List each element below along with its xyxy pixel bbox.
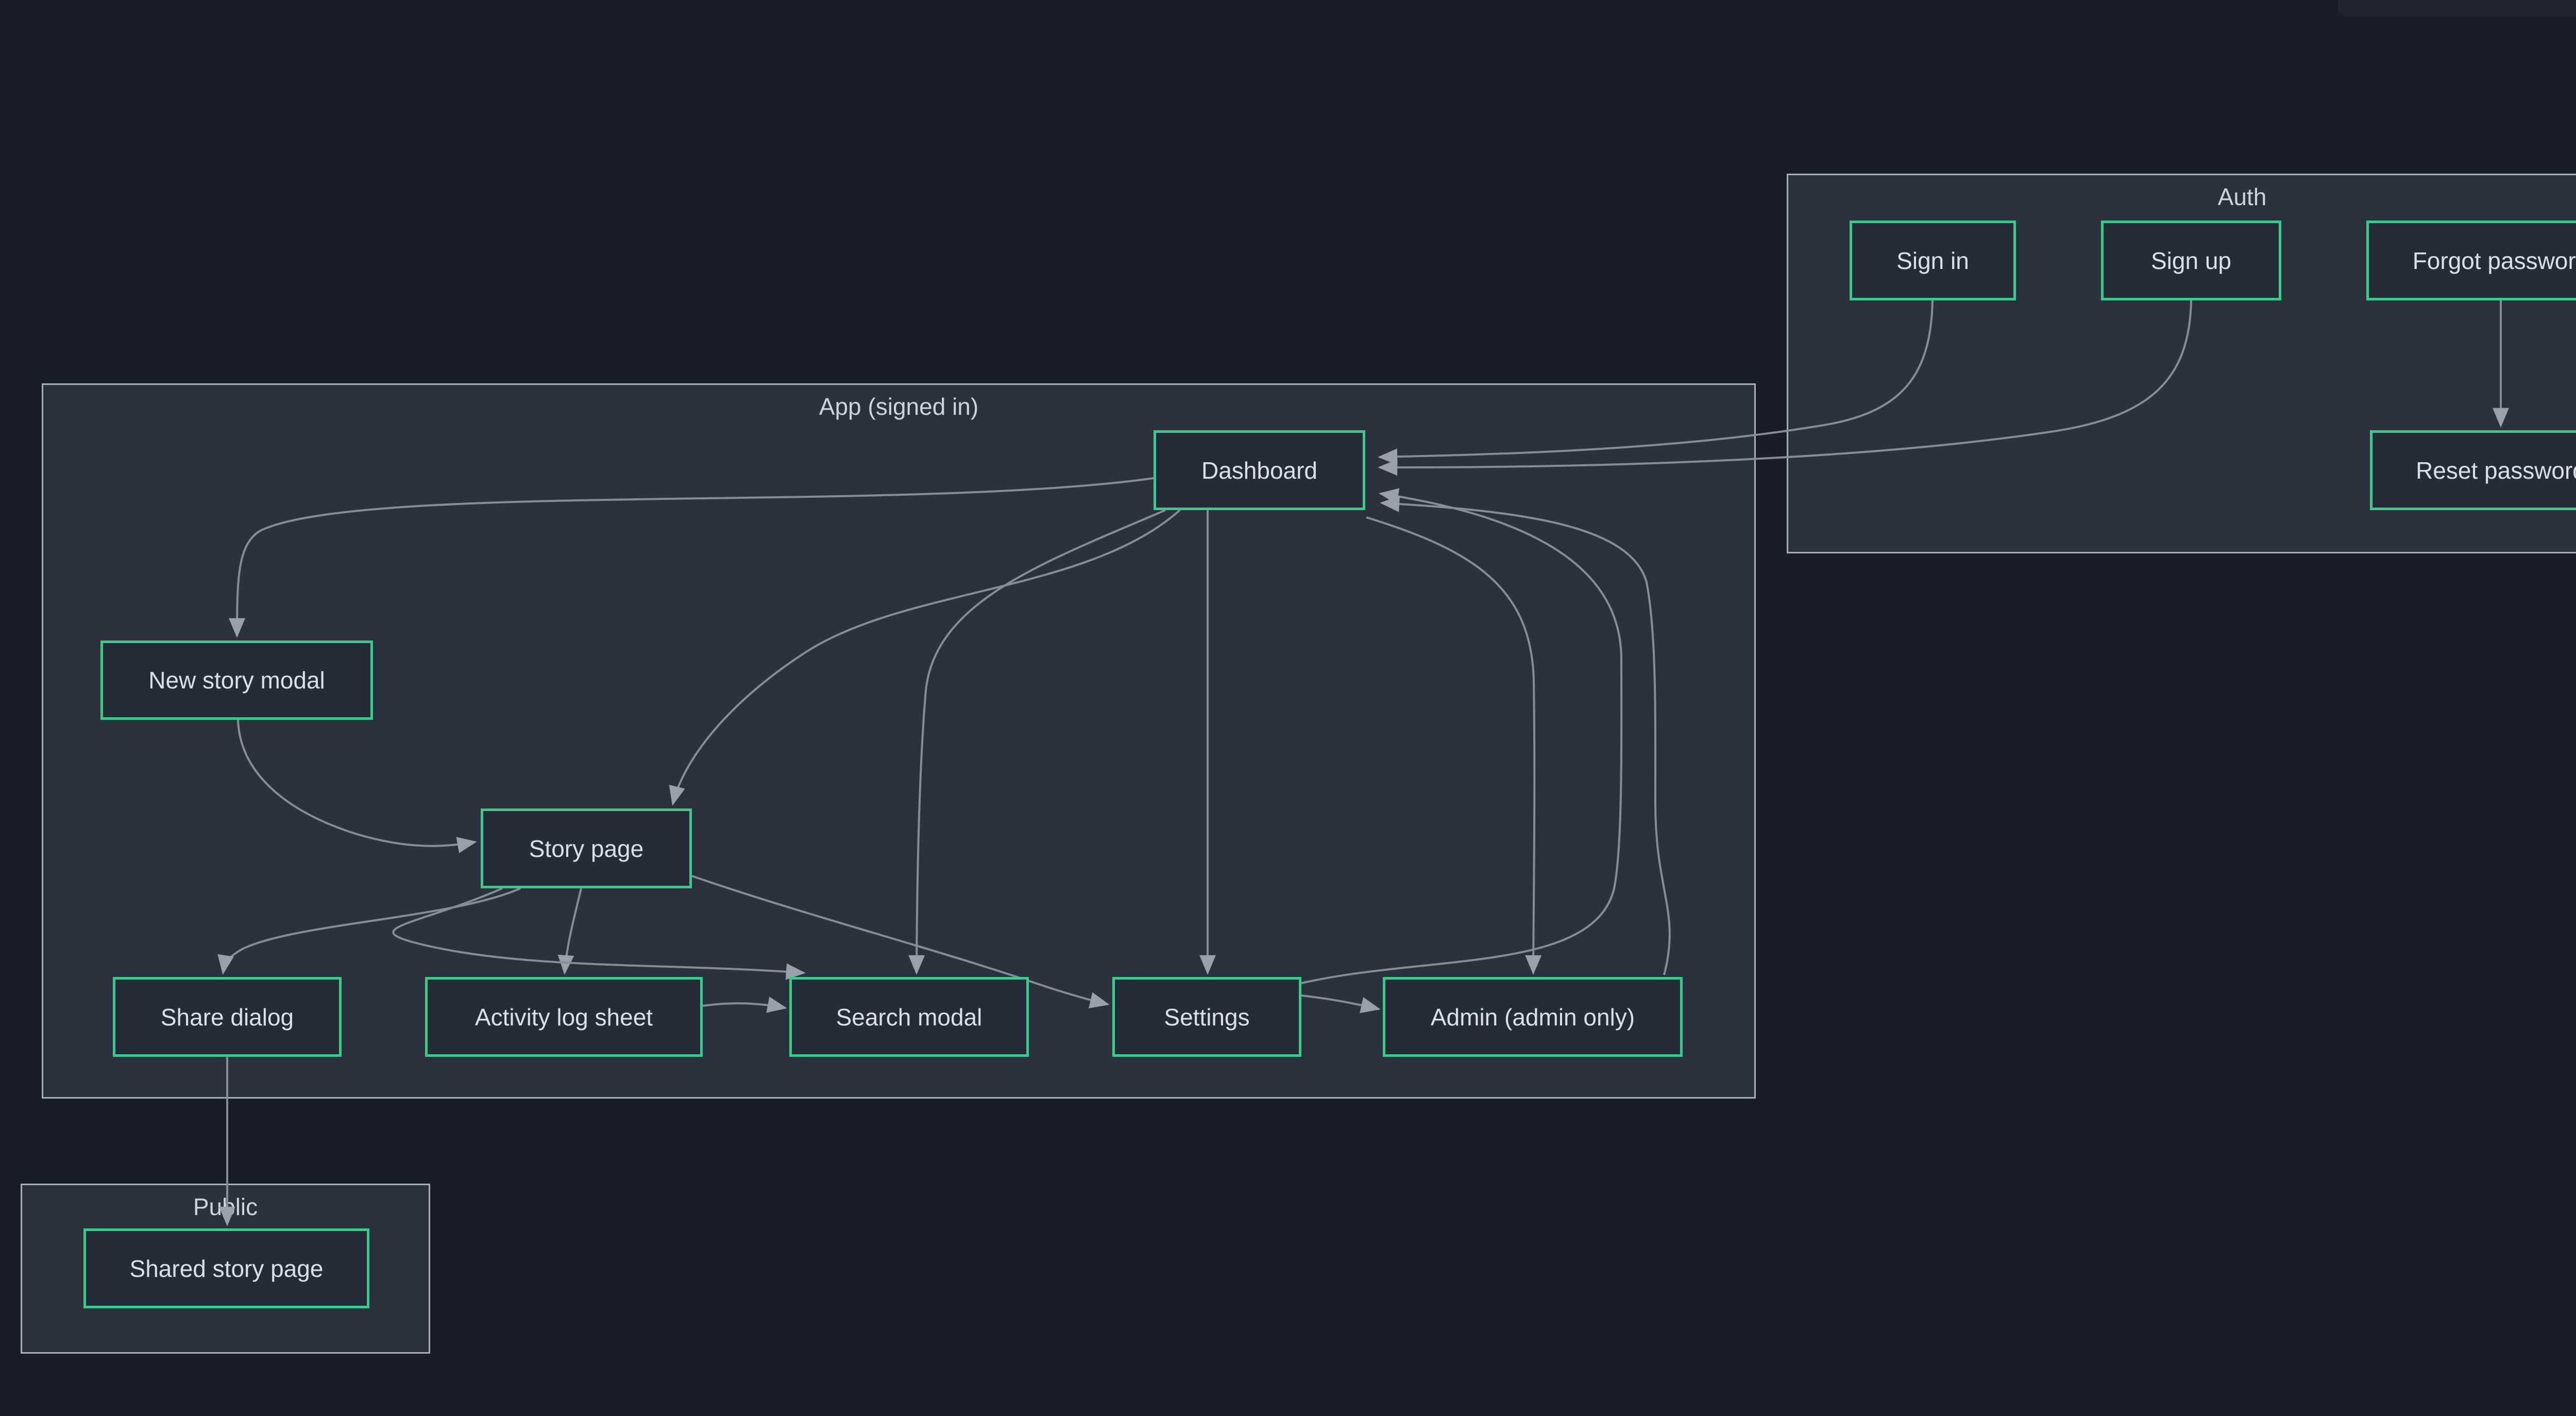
node-forgot-password-label: Forgot password: [2412, 247, 2576, 274]
node-reset-password: Reset password: [2370, 430, 2576, 510]
node-search-modal-label: Search modal: [836, 1003, 982, 1031]
node-sign-up: Sign up: [2101, 221, 2281, 300]
node-shared-story-page: Shared story page: [83, 1228, 369, 1308]
edge-dashboard-storypage: [669, 509, 1181, 806]
node-sign-up-label: Sign up: [2150, 247, 2231, 274]
node-sign-in: Sign in: [1850, 221, 2016, 300]
edge-settings-admin: [1301, 994, 1381, 1014]
node-shared-story-page-label: Shared story page: [129, 1255, 324, 1282]
node-dashboard-label: Dashboard: [1201, 457, 1318, 484]
edge-newstory-storypage: [237, 719, 477, 853]
edge-admin-dashboard: [1380, 496, 1671, 975]
node-share-dialog: Share dialog: [113, 977, 342, 1057]
node-activity-log-sheet-label: Activity log sheet: [474, 1003, 653, 1031]
node-settings: Settings: [1112, 977, 1301, 1057]
edge-storypage-activitylog: [557, 888, 582, 975]
edge-storypage-sharedialog: [217, 887, 521, 975]
node-story-page: Story page: [481, 808, 692, 888]
node-new-story-modal-label: New story modal: [148, 667, 325, 694]
node-activity-log-sheet: Activity log sheet: [425, 977, 703, 1057]
node-admin: Admin (admin only): [1383, 977, 1683, 1057]
node-story-page-label: Story page: [529, 835, 644, 862]
edge-storypage-settings: [691, 875, 1110, 1008]
node-sign-in-label: Sign in: [1896, 247, 1969, 274]
edge-settings-dashboard: [1301, 488, 1623, 984]
top-panel-edge: [2338, 0, 2576, 16]
node-forgot-password: Forgot password: [2366, 221, 2576, 300]
node-new-story-modal: New story modal: [100, 640, 373, 720]
edge-dashboard-admin: [1366, 516, 1542, 975]
edge-signup-dashboard: [1378, 300, 2192, 476]
edge-dashboard-newstory: [229, 477, 1154, 638]
edge-dashboard-searchmodal: [908, 509, 1166, 975]
node-share-dialog-label: Share dialog: [160, 1003, 294, 1031]
node-admin-label: Admin (admin only): [1430, 1003, 1635, 1031]
edge-signin-dashboard: [1378, 300, 1934, 465]
node-dashboard: Dashboard: [1154, 430, 1365, 510]
node-settings-label: Settings: [1164, 1003, 1250, 1031]
node-reset-password-label: Reset password: [2416, 457, 2576, 484]
edge-activitylog-searchmodal: [702, 997, 787, 1013]
node-search-modal: Search modal: [789, 977, 1029, 1057]
group-app-label: App (signed in): [819, 393, 979, 420]
edge-storypage-searchmodal: [392, 887, 806, 980]
group-auth-label: Auth: [2217, 183, 2267, 210]
